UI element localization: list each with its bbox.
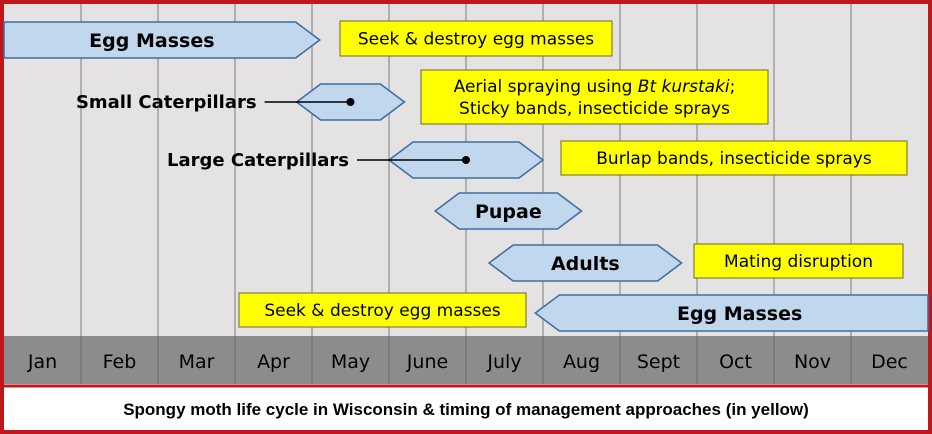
stage-0: Egg Masses [3, 21, 322, 59]
diagram-caption: Spongy moth life cycle in Wisconsin & ti… [4, 389, 928, 430]
management-box-2: Burlap bands, insecticide sprays [560, 140, 908, 176]
month-label: May [331, 351, 370, 373]
stage-label: Pupae [475, 201, 542, 223]
month-label: Oct [719, 351, 752, 373]
management-box-0: Seek & destroy egg masses [339, 20, 613, 57]
stage-label: Small Caterpillars [76, 92, 257, 113]
month-label: Nov [794, 351, 831, 373]
stage-label: Adults [551, 253, 620, 275]
stage-4: Adults [487, 244, 683, 282]
stage-1: Small Caterpillars [76, 83, 406, 121]
management-text: Burlap bands, insecticide sprays [596, 149, 872, 169]
management-text: Seek & destroy egg masses [358, 30, 594, 50]
stage-shape [3, 21, 322, 59]
stage-label: Egg Masses [677, 303, 802, 325]
stage-2: Large Caterpillars [167, 141, 545, 179]
month-label: Sept [637, 351, 680, 373]
management-box-4: Seek & destroy egg masses [238, 292, 527, 328]
stage-label: Large Caterpillars [167, 150, 349, 171]
management-text: Seek & destroy egg masses [264, 301, 500, 321]
management-box-bg [420, 69, 769, 125]
management-box-1: Aerial spraying using Bt kurstaki;Sticky… [420, 69, 769, 125]
stage-shape [487, 244, 683, 282]
month-label: Feb [103, 351, 137, 373]
stage-shape [433, 192, 583, 230]
month-label: Apr [257, 351, 290, 373]
month-axis-labels: Jan Feb Mar Apr May June July Aug Sept Oct Nov Dec [27, 336, 908, 384]
management-text: Aerial spraying using Bt kurstaki; [454, 77, 736, 97]
stage-shape [533, 294, 929, 332]
month-label: June [406, 351, 448, 373]
stage-dot [462, 156, 470, 164]
management-box-3: Mating disruption [693, 243, 904, 279]
stage-label: Egg Masses [89, 30, 214, 52]
management-text: Sticky bands, insecticide sprays [459, 99, 730, 119]
management-box-bg [238, 292, 527, 328]
management-box-bg [560, 140, 908, 176]
month-label: Jan [27, 351, 57, 373]
stage-3: Pupae [433, 192, 583, 230]
management-box-bg [339, 20, 613, 57]
management-text: Mating disruption [724, 252, 873, 272]
month-label: July [486, 351, 521, 373]
month-label: Aug [563, 351, 600, 373]
month-label: Mar [179, 351, 215, 373]
stage-dot [346, 98, 355, 106]
management-box-bg [693, 243, 904, 279]
month-label: Dec [871, 351, 908, 373]
stage-5: Egg Masses [533, 294, 929, 332]
